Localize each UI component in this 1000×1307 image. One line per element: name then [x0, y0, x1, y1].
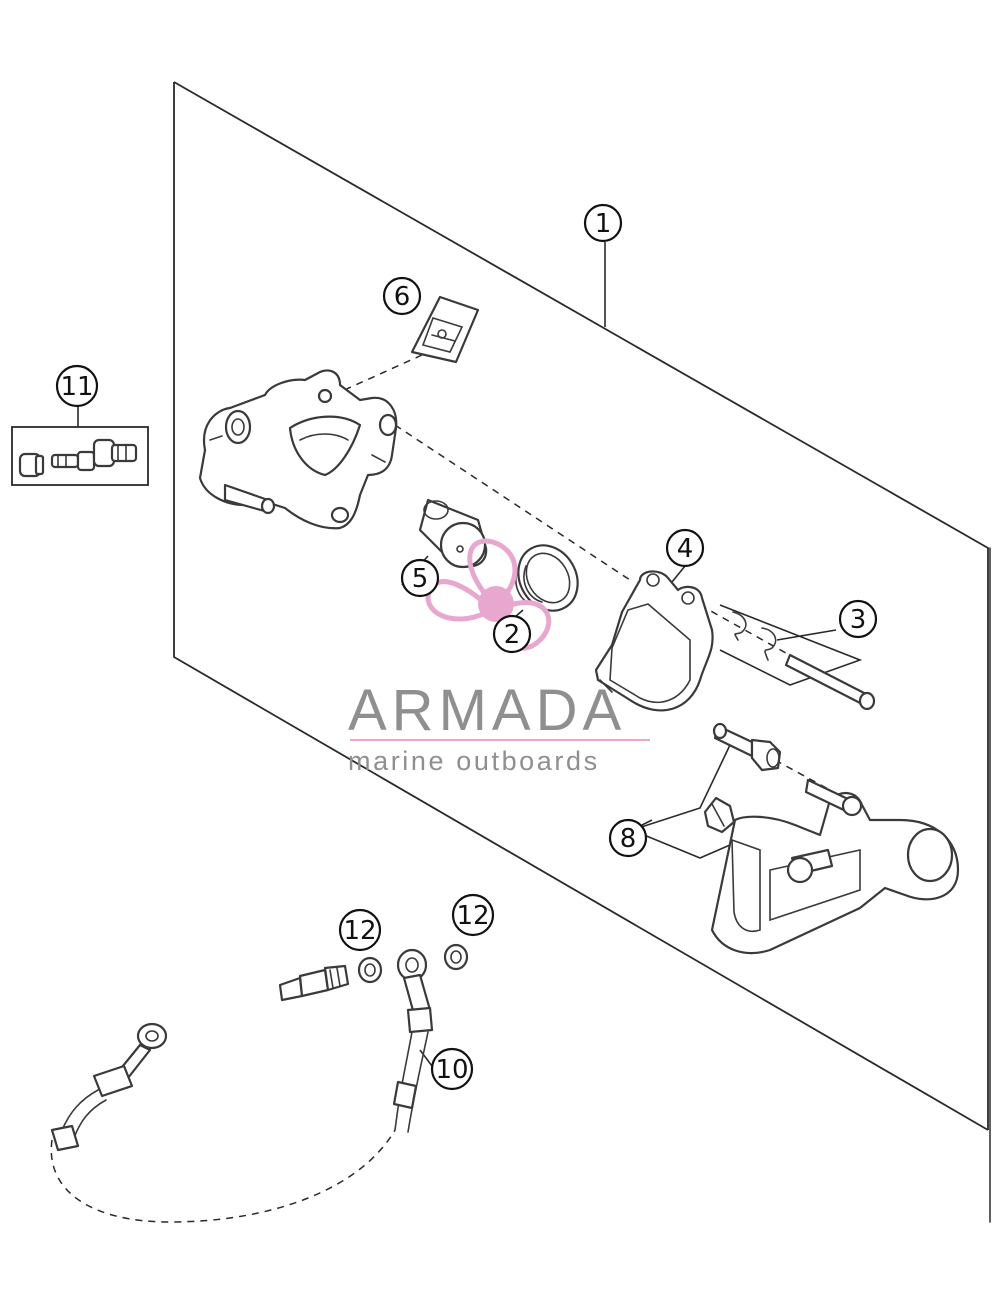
- callout-3: 3: [838, 599, 878, 639]
- sealing-washer-part: [357, 943, 469, 984]
- caliper-body-part: [198, 369, 398, 530]
- pad-spring-part: [410, 295, 480, 364]
- callout-label: 10: [435, 1055, 468, 1085]
- callout-8: 8: [608, 818, 648, 858]
- callout-label: 3: [850, 605, 867, 635]
- callout-label: 6: [394, 282, 411, 312]
- callout-1: 1: [583, 203, 623, 243]
- caliper-bracket-part: [710, 778, 960, 955]
- armada-watermark: ARMADA marine outboards: [348, 538, 650, 776]
- callout-11: 11: [55, 364, 99, 408]
- callout-2: 2: [492, 614, 532, 654]
- callout-12-right: 12: [451, 893, 495, 937]
- callout-label: 2: [504, 620, 521, 650]
- slide-pin-part: [703, 722, 782, 834]
- assembly-frame: [173, 81, 989, 1131]
- callout-6: 6: [382, 276, 422, 316]
- watermark-tagline: marine outboards: [348, 746, 600, 776]
- callout-label: 12: [456, 901, 489, 931]
- callout-label: 4: [677, 534, 694, 564]
- callout-label: 5: [412, 564, 429, 594]
- callout-label: 1: [595, 209, 612, 239]
- callout-label: 11: [60, 372, 93, 402]
- banjo-bolt-part: [278, 964, 350, 1002]
- seal-kit-part: [515, 544, 579, 612]
- callout-label: 8: [620, 824, 637, 854]
- callout-12-left: 12: [338, 908, 382, 952]
- piston-part: [418, 498, 488, 569]
- callout-4: 4: [665, 528, 705, 568]
- callout-10: 10: [430, 1047, 474, 1091]
- pad-pin-part: [732, 611, 876, 711]
- watermark-brand: ARMADA: [348, 678, 626, 743]
- brake-pad-part: [594, 570, 714, 712]
- brake-hose-part: [50, 948, 434, 1152]
- bleeder-kit-part: [11, 426, 149, 486]
- callout-label: 12: [343, 916, 376, 946]
- callout-5: 5: [400, 558, 440, 598]
